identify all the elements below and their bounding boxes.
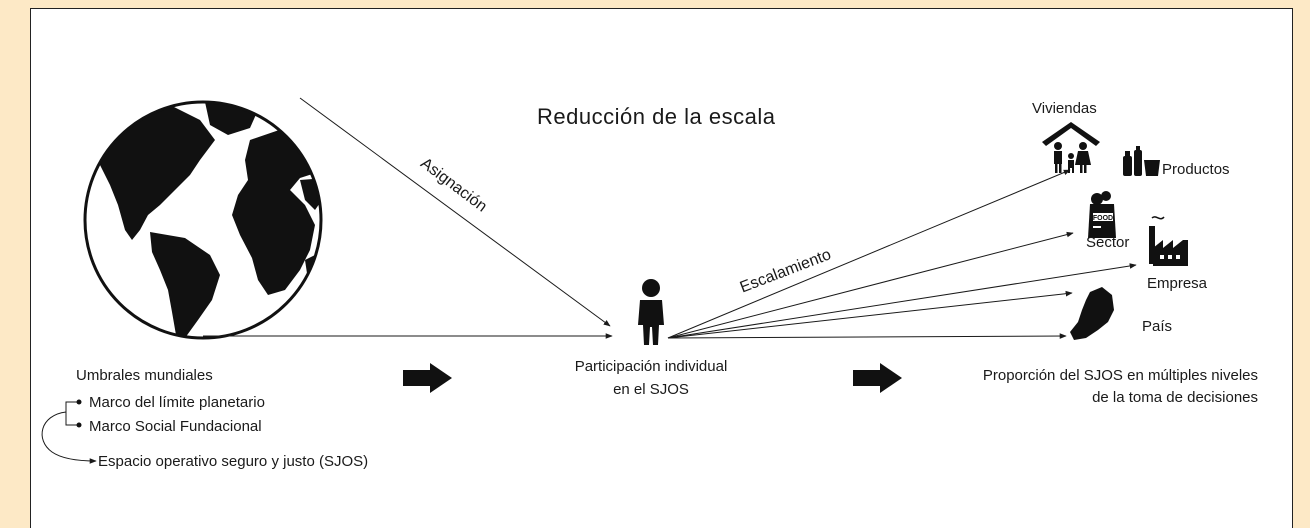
sjos-result-label: Espacio operativo seguro y justo (SJOS) [98, 453, 369, 470]
right-arrow-icon [403, 363, 452, 393]
factory-icon [1149, 216, 1188, 266]
sjos-share-line2: de la toma de decisiones [1092, 389, 1258, 406]
individual-share-line1: Participación individual [574, 358, 728, 375]
globe-icon [83, 100, 323, 340]
global-thresholds-heading: Umbrales mundiales [76, 367, 213, 384]
right-arrow-icon [853, 363, 902, 393]
allocation-arrow [299, 97, 611, 327]
bullet-icon [76, 399, 82, 405]
level-company-label: Empresa [1147, 275, 1208, 292]
bullet-icon [76, 422, 82, 428]
framework-bracket [41, 401, 97, 464]
social-foundation-item: Marco Social Fundacional [89, 418, 262, 435]
person-icon [638, 279, 664, 345]
food-bag-icon: FOOD [1088, 191, 1116, 238]
planetary-boundary-item: Marco del límite planetario [89, 394, 265, 411]
family-house-icon [1042, 122, 1100, 173]
diagram-title: Reducción de la escala [537, 104, 776, 129]
svg-text:FOOD: FOOD [1093, 215, 1113, 222]
individual-share-line2: en el SJOS [613, 381, 689, 398]
scaling-arrows [667, 169, 1137, 339]
level-products-label: Productos [1162, 161, 1230, 178]
bottles-icon [1123, 146, 1160, 176]
level-country-label: País [1142, 318, 1173, 335]
sjos-share-line1: Proporción del SJOS en múltiples niveles [982, 367, 1258, 384]
level-housing-label: Viviendas [1032, 100, 1097, 117]
country-map-icon [1070, 287, 1114, 340]
level-sector-label: Sector [1086, 234, 1130, 251]
